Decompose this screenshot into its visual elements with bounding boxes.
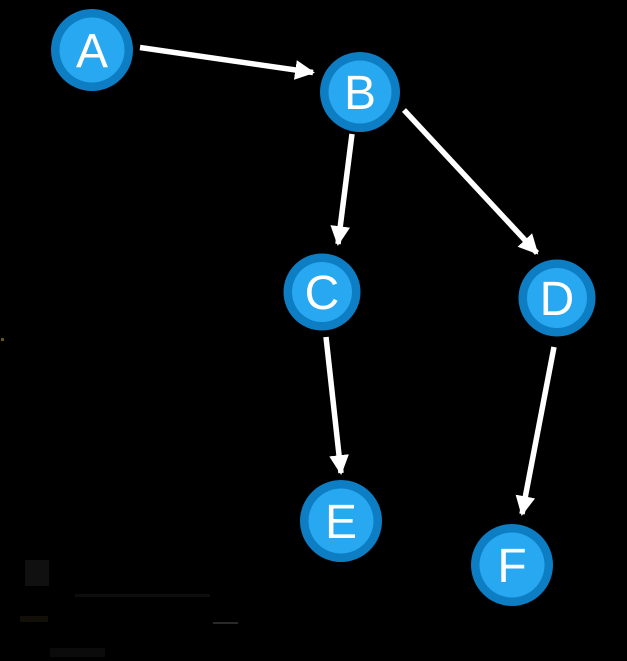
edge-arrow-B-to-D	[401, 108, 540, 255]
edge-layer	[139, 44, 557, 516]
screen-artifact	[213, 622, 238, 624]
node-fill-E	[308, 488, 374, 554]
node-fill-D	[527, 268, 587, 328]
node-label-C: C	[305, 267, 340, 320]
background-artifacts	[1, 338, 238, 657]
screen-artifact	[20, 616, 48, 622]
edge-arrow-D-to-F	[515, 346, 557, 516]
node-label-E: E	[325, 496, 357, 549]
screen-artifact	[50, 648, 105, 657]
node-fill-A	[59, 17, 125, 83]
node-C[interactable]: C	[283, 253, 361, 331]
node-A[interactable]: A	[51, 9, 133, 91]
node-label-B: B	[344, 67, 376, 120]
edge-arrow-A-to-B	[139, 44, 315, 80]
node-fill-B	[328, 60, 392, 124]
node-label-F: F	[497, 540, 526, 593]
node-label-D: D	[540, 273, 575, 326]
node-D[interactable]: D	[518, 259, 596, 337]
node-E[interactable]: E	[300, 480, 382, 562]
screen-artifact	[25, 560, 49, 586]
node-layer: A B C D E F	[51, 9, 596, 606]
node-fill-F	[479, 532, 545, 598]
screen-artifact	[75, 594, 210, 597]
node-B[interactable]: B	[320, 52, 400, 132]
edge-arrow-B-to-C	[330, 133, 355, 246]
screen-artifact	[1, 338, 4, 341]
node-F[interactable]: F	[471, 524, 553, 606]
node-fill-C	[292, 262, 352, 322]
node-label-A: A	[76, 25, 108, 78]
edge-arrow-C-to-E	[323, 336, 349, 475]
